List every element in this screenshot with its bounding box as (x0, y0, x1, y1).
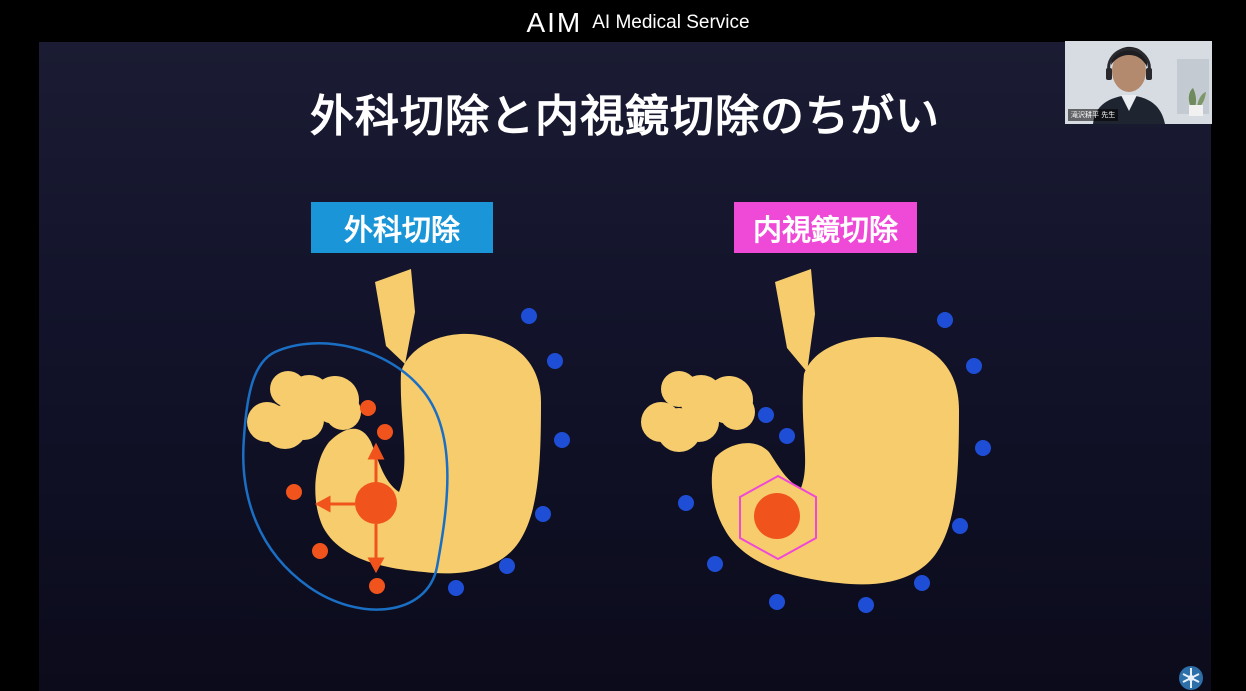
aim-logo: AIM AI Medical Service (526, 7, 749, 39)
spread-arrows (314, 442, 385, 574)
logo-icon (1179, 666, 1203, 690)
endoscopic-diagram (641, 269, 991, 613)
lymph-nodes-left (448, 308, 570, 596)
stomach-right (641, 269, 959, 585)
endoscopic-resection-label: 内視鏡切除 (734, 202, 917, 253)
resection-hexagon (739, 474, 817, 561)
speaker-name: 滝沢耕平 先生 (1068, 109, 1119, 121)
surgical-resection-label: 外科切除 (311, 202, 493, 253)
speaker-icon (1065, 41, 1212, 124)
stomach-diagrams (242, 269, 991, 613)
tumor-right (754, 493, 800, 539)
tumor-left (355, 482, 397, 524)
logo-text: AIM (526, 7, 583, 38)
metastasis-nodes-left (286, 400, 393, 594)
slide-title: 外科切除と内視鏡切除のちがい (310, 91, 940, 142)
resection-outline (242, 342, 449, 611)
presentation-slide: 外科切除と内視鏡切除のちがい 外科切除 内視鏡切除 (39, 42, 1211, 691)
brand-subtitle: AI Medical Service (592, 12, 750, 33)
speaker-webcam: 滝沢耕平 先生 (1065, 41, 1212, 124)
brand-header: AIM AI Medical Service (0, 0, 1246, 42)
stomach-left (247, 269, 541, 574)
surgical-diagram (242, 269, 570, 611)
lymph-nodes-right (678, 312, 991, 613)
